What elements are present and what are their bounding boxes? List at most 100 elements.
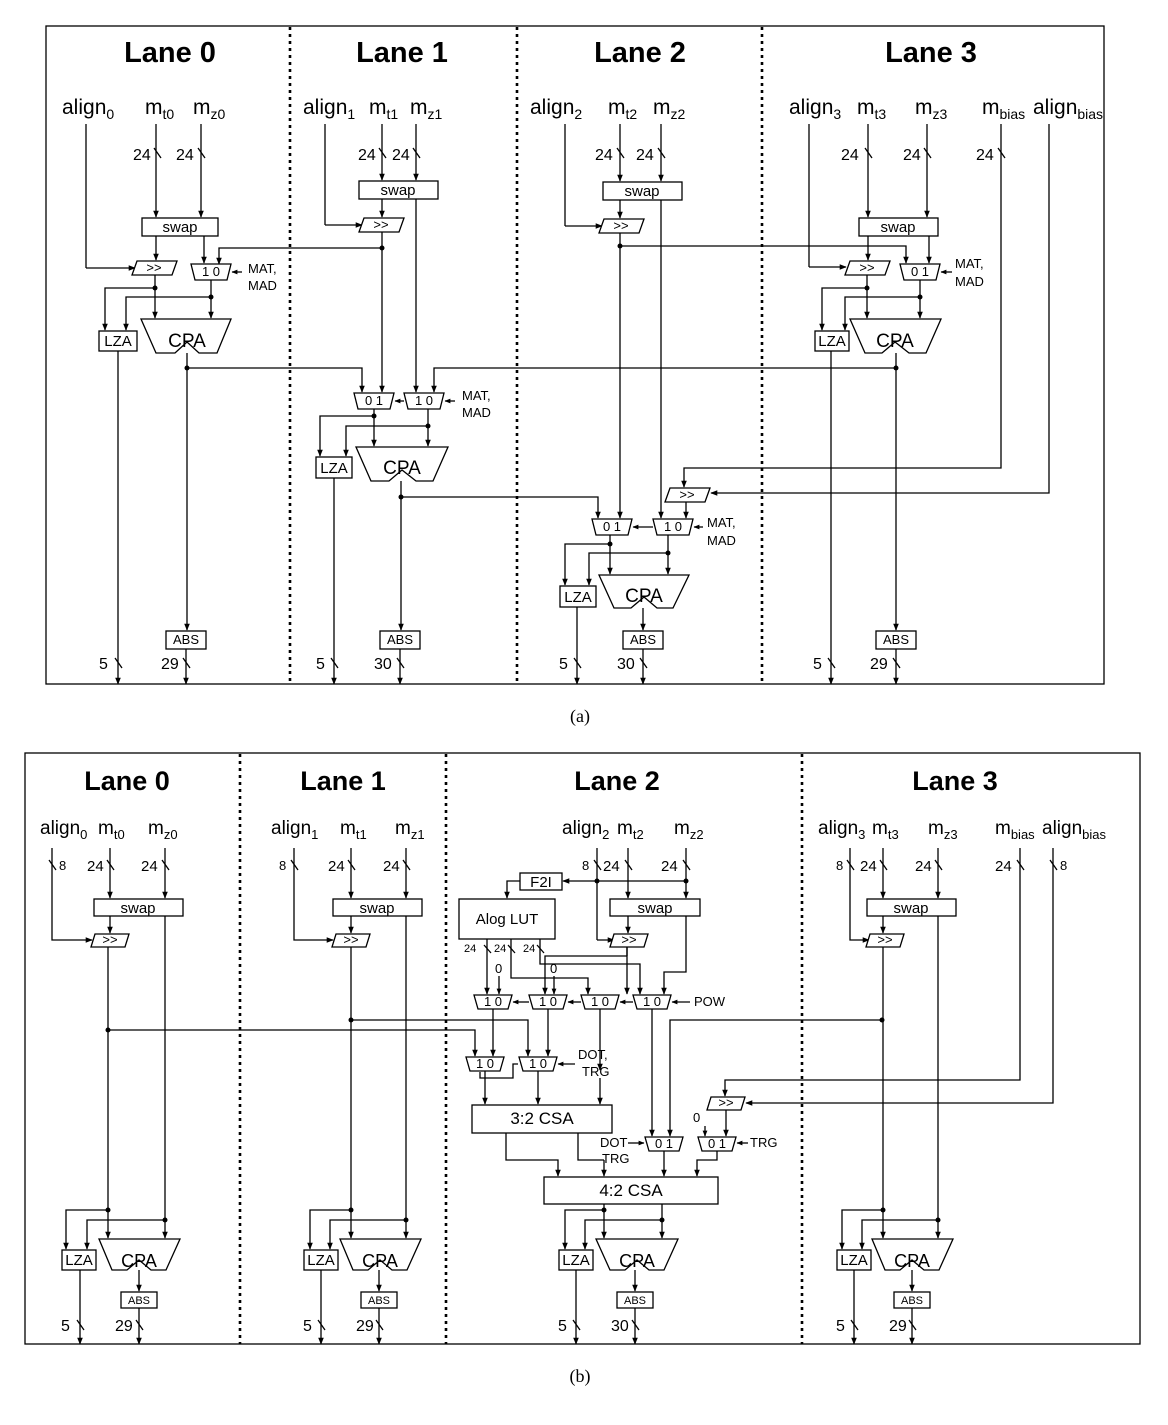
lane-1-datapath-b: 8 24 24 swap >> LZA CPA xyxy=(279,848,531,1345)
signal-alignbias: alignbias xyxy=(1042,818,1107,842)
ctl-mad: MAD xyxy=(707,533,736,548)
signal-mbias: mbias xyxy=(995,818,1035,842)
lut-width: 24 xyxy=(523,943,535,955)
shift-label: >> xyxy=(343,932,358,947)
width-label: 8 xyxy=(1060,858,1067,873)
signal-mz3: mz3 xyxy=(915,96,948,122)
width-label: 24 xyxy=(141,858,158,875)
cpa-block xyxy=(339,1238,423,1271)
shift-block xyxy=(331,933,371,948)
shift-label: >> xyxy=(102,932,117,947)
shift-label: >> xyxy=(613,218,628,233)
out-width: 29 xyxy=(161,656,179,673)
mux-block xyxy=(899,263,941,281)
lane-1-title: Lane 1 xyxy=(356,37,448,69)
swap-label: swap xyxy=(162,219,197,236)
cpa-label: CPA xyxy=(362,1251,398,1271)
mux-label: 1 0 xyxy=(529,1056,547,1071)
mux-label: 1 0 xyxy=(415,393,433,408)
abs-label: ABS xyxy=(883,632,909,647)
width-label: 24 xyxy=(603,858,620,875)
lane-0-title: Lane 0 xyxy=(84,766,170,796)
width-label: 8 xyxy=(582,858,589,873)
signal-mz1: mz1 xyxy=(410,96,443,122)
shift-block xyxy=(664,487,711,503)
shift-label: >> xyxy=(621,932,636,947)
swap-block xyxy=(866,898,957,917)
shift-block xyxy=(844,260,891,276)
mux-label: 1 0 xyxy=(202,264,220,279)
swap-label: swap xyxy=(359,900,394,917)
mux-block xyxy=(652,518,694,536)
mux-block xyxy=(580,994,620,1010)
shift-block xyxy=(706,1096,746,1111)
cpa-block xyxy=(871,1238,955,1271)
signal-mt3: mt3 xyxy=(857,96,886,122)
out-width: 30 xyxy=(374,656,392,673)
cpa-label: CPA xyxy=(876,331,914,352)
lza-block xyxy=(559,585,597,608)
mux-label: 0 1 xyxy=(655,1136,673,1151)
lane-1-datapath: 24 24 swap >> 0 1 1 0 MAT, MAD xyxy=(315,124,896,685)
ctl-trg2: TRG xyxy=(602,1151,629,1166)
lut-width: 24 xyxy=(494,943,506,955)
swap-block xyxy=(332,898,423,917)
shift-label: >> xyxy=(146,260,161,275)
lane-3-title: Lane 3 xyxy=(885,37,977,69)
signal-align3: align3 xyxy=(789,96,841,122)
abs-label: ABS xyxy=(387,632,413,647)
lza-width: 5 xyxy=(99,656,108,673)
mux-block xyxy=(353,392,395,410)
cpa-block xyxy=(140,318,232,354)
width-label: 24 xyxy=(358,147,376,164)
width-label: 24 xyxy=(841,147,859,164)
panel-a: Lane 0 Lane 1 Lane 2 Lane 3 align0 mt0 m… xyxy=(45,25,1105,727)
ctl-pow: POW xyxy=(694,994,726,1009)
signal-mbias: mbias xyxy=(982,96,1025,122)
signal-align1: align1 xyxy=(271,818,318,842)
lza-block xyxy=(61,1249,97,1271)
swap-label: swap xyxy=(893,900,928,917)
lane-3-title: Lane 3 xyxy=(912,766,998,796)
zero-const: 0 xyxy=(495,961,502,976)
ctl-trg3: TRG xyxy=(750,1135,777,1150)
signal-align0: align0 xyxy=(62,96,114,122)
lza-label: LZA xyxy=(307,1252,335,1269)
shift-label: >> xyxy=(859,260,874,275)
ctl-mat: MAT, xyxy=(462,388,491,403)
ctl-mad: MAD xyxy=(462,405,491,420)
swap-label: swap xyxy=(637,900,672,917)
signal-mt0: mt0 xyxy=(145,96,174,122)
swap-block xyxy=(93,898,184,917)
abs-label: ABS xyxy=(624,1295,646,1307)
lza-width: 5 xyxy=(316,656,325,673)
panel-a-frame xyxy=(45,25,1105,685)
cpa-block xyxy=(594,1238,680,1271)
signal-alignbias: alignbias xyxy=(1033,96,1103,122)
width-label: 24 xyxy=(636,147,654,164)
width-label: 24 xyxy=(87,858,104,875)
mux-block xyxy=(403,392,445,410)
cpa-label: CPA xyxy=(894,1251,930,1271)
out-width: 30 xyxy=(617,656,635,673)
signal-mz0: mz0 xyxy=(148,818,178,842)
csa42-label: 4:2 CSA xyxy=(599,1181,663,1200)
width-label: 8 xyxy=(279,858,286,873)
lane-2-datapath: 24 24 swap >> 0 1 1 0 >> MAT, MAD xyxy=(559,124,1050,685)
lza-label: LZA xyxy=(320,460,348,477)
shift-block xyxy=(598,218,645,234)
lza-label: LZA xyxy=(818,333,846,350)
ctl-mad: MAD xyxy=(248,278,277,293)
mux-block xyxy=(697,1136,737,1152)
swap-label: swap xyxy=(380,182,415,199)
shift-block xyxy=(865,933,905,948)
lza-label: LZA xyxy=(564,589,592,606)
width-label: 24 xyxy=(976,147,994,164)
ctl-mad: MAD xyxy=(955,274,984,289)
width-label: 24 xyxy=(133,147,151,164)
width-label: 8 xyxy=(836,858,843,873)
lane-2-title: Lane 2 xyxy=(594,37,686,69)
mux-block xyxy=(518,1056,558,1072)
alog-lut-block xyxy=(458,898,556,940)
mux-block xyxy=(644,1136,684,1152)
